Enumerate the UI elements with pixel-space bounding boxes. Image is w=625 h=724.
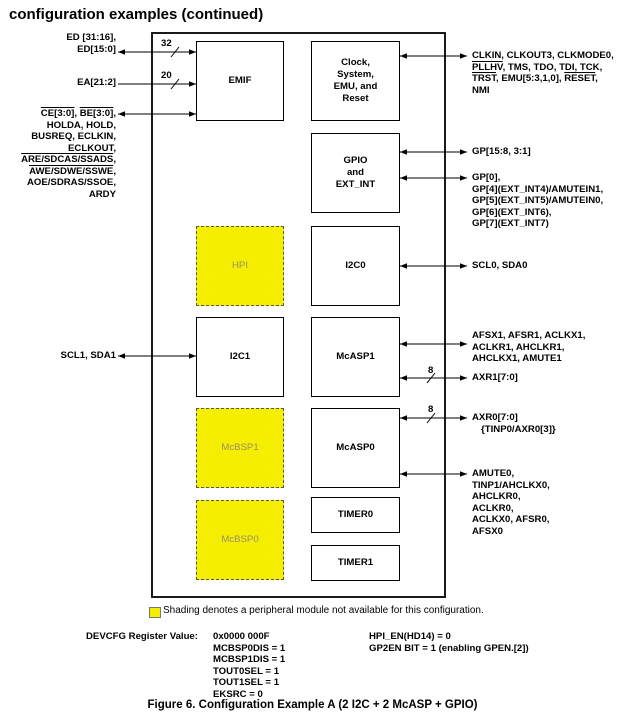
shading-legend-text: Shading denotes a peripheral module not … <box>163 605 484 616</box>
mcasp1-signal-labels: AFSX1, AFSR1, ACLKX1, ACLKR1, AHCLKR1, A… <box>472 330 586 364</box>
timer1-block: TIMER1 <box>311 545 400 581</box>
mcbsp1-block: McBSP1 <box>196 408 284 488</box>
figure-caption: Figure 6. Configuration Example A (2 I2C… <box>147 699 478 711</box>
emif-block: EMIF <box>196 41 284 121</box>
gp-hi-label: GP[15:8, 3:1] <box>472 146 531 157</box>
device-outline <box>151 32 446 598</box>
devcfg-right-values: HPI_EN(HD14) = 0 GP2EN BIT = 1 (enabling… <box>369 631 529 654</box>
gp-low-labels: GP[0], GP[4](EXT_INT4)/AMUTEIN1, GP[5](E… <box>472 172 604 229</box>
ea-bus-width: 20 <box>161 70 172 81</box>
mcbsp0-block: McBSP0 <box>196 500 284 580</box>
i2c1-block: I2C1 <box>196 317 284 397</box>
mcasp1-block: McASP1 <box>311 317 400 397</box>
scl0-label: SCL0, SDA0 <box>472 260 528 271</box>
axr0-labels: AXR0[7:0] {TINP0/AXR0[3]} <box>472 412 556 435</box>
timer0-block: TIMER0 <box>311 497 400 533</box>
hpi-block: HPI <box>196 226 284 306</box>
axr1-bus-width: 8 <box>428 365 434 376</box>
mcasp0-block: McASP0 <box>311 408 400 488</box>
ed-bus-width: 32 <box>161 38 172 49</box>
clock-signal-labels: CLKIN, CLKOUT3, CLKMODE0, PLLHV, TMS, TD… <box>472 50 614 96</box>
axr1-slash <box>426 372 436 384</box>
ed-bus-slash <box>170 46 180 58</box>
ea-bus-label: EA[21:2] <box>77 77 116 88</box>
axr0-bus-width: 8 <box>428 404 434 415</box>
page-heading: configuration examples (continued) <box>9 6 264 23</box>
i2c0-block: I2C0 <box>311 226 400 306</box>
shading-legend-swatch <box>149 607 161 618</box>
devcfg-values: 0x0000 000F MCBSP0DIS = 1 MCBSP1DIS = 1 … <box>213 631 286 700</box>
ed-bus-label: ED [31:16], ED[15:0] <box>66 32 116 55</box>
mcasp0-signal-labels: AMUTE0, TINP1/AHCLKX0, AHCLKR0, ACLKR0, … <box>472 468 550 537</box>
axr0-slash <box>426 412 436 424</box>
devcfg-label: DEVCFG Register Value: <box>86 631 198 642</box>
emif-control-labels: CE[3:0], BE[3:0], HOLDA, HOLD, BUSREQ, E… <box>21 108 116 200</box>
axr1-label: AXR1[7:0] <box>472 372 518 383</box>
scl1-label: SCL1, SDA1 <box>60 350 116 361</box>
ea-bus-slash <box>170 78 180 90</box>
